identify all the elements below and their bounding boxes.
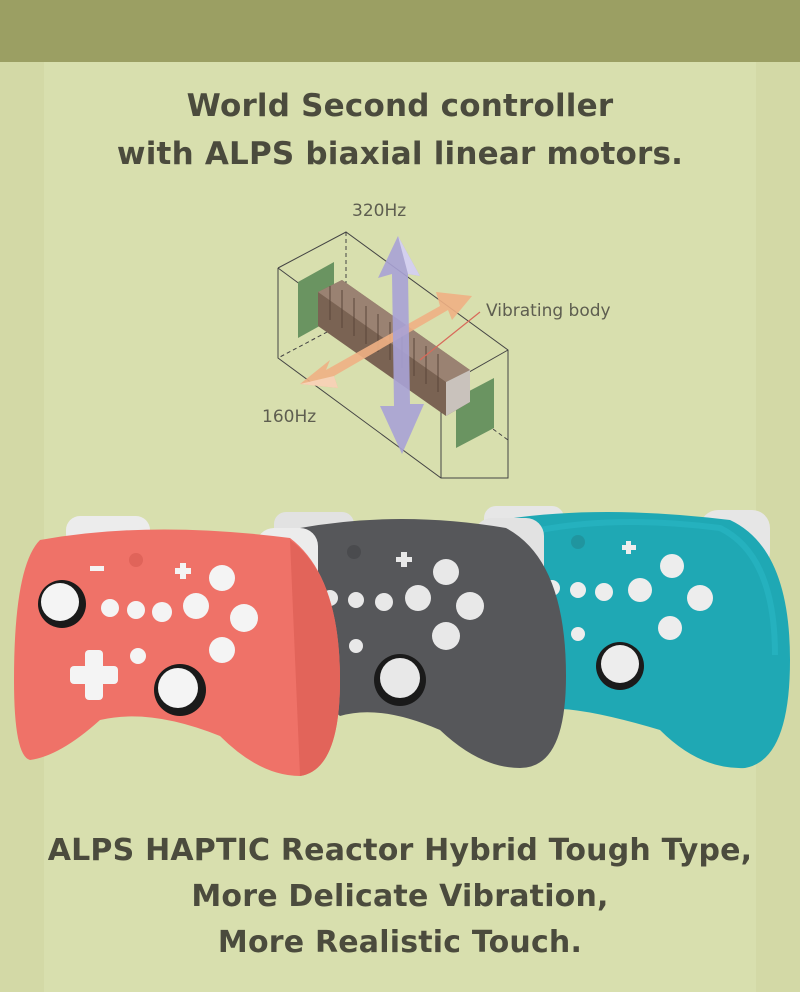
controller-teal [484,506,790,769]
label-320hz: 320Hz [352,201,407,221]
label-vibrating-body: Vibrating body [486,301,611,321]
headline-bottom: ALPS HAPTIC Reactor Hybrid Tough Type, M… [0,828,800,966]
headline-top-line1: World Second controller [186,88,614,124]
headline-bottom-line2: More Delicate Vibration, [191,879,609,914]
headline-top: World Second controller with ALPS biaxia… [0,82,800,178]
headline-bottom-line3: More Realistic Touch. [217,925,583,960]
controller-charcoal [274,512,566,768]
controller-coral [14,516,340,776]
headline-top-line2: with ALPS biaxial linear motors. [116,136,684,172]
headline-bottom-line1: ALPS HAPTIC Reactor Hybrid Tough Type, [47,833,753,868]
label-160hz: 160Hz [262,407,317,427]
